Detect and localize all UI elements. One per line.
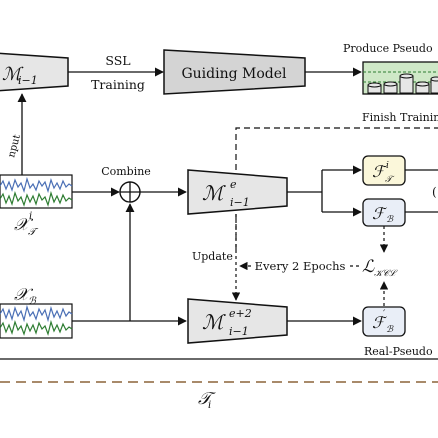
xb-sub: ℬ	[28, 296, 37, 307]
fbp-label: ℱ	[372, 313, 388, 332]
model-e2-sub: i−1	[229, 325, 249, 338]
input-label: nput	[6, 133, 23, 158]
combine-operator	[119, 181, 141, 203]
pseudo-cylinders	[367, 73, 438, 94]
ssl-label-2: Training	[91, 77, 145, 92]
model-e2-label: ℳ	[202, 310, 226, 334]
model-e-block	[187, 169, 288, 215]
ft-sup: i	[386, 161, 389, 171]
guiding-model-label: Guiding Model	[181, 66, 287, 82]
model-e-label: ℳ	[202, 181, 226, 205]
partial-right-text: (	[432, 185, 437, 199]
ssl-label-1: SSL	[105, 53, 130, 68]
signal-xb	[0, 303, 73, 339]
task-sub: i	[208, 400, 211, 411]
real-pseudo-label: Real-Pseudo	[364, 345, 433, 358]
model-e2-block	[187, 298, 288, 344]
update-label: Update	[192, 250, 233, 263]
xt-sub: 𝒯	[28, 227, 39, 238]
model-e2-sup: e+2	[229, 307, 252, 320]
model-prev-block	[0, 52, 69, 92]
loss-label: ℒ	[362, 257, 375, 277]
epochs-label-bg	[252, 257, 348, 273]
signal-xt	[0, 174, 73, 209]
guiding-model-block	[163, 49, 306, 95]
fbp-prime-mark: ′	[383, 309, 386, 320]
loss-sub: 𝒦𝒞ℒ	[374, 269, 398, 279]
model-e-sub: i−1	[230, 196, 250, 209]
xt-sup: i	[29, 211, 32, 222]
fbp-box	[362, 306, 406, 337]
model-prev-sub: i−1	[18, 74, 38, 87]
model-prev-label: ℳ	[2, 64, 24, 85]
pseudo-label-box	[362, 61, 438, 95]
ft-label: ℱ	[372, 162, 388, 181]
task-label: 𝒯	[198, 389, 216, 409]
fbp-sub: ℬ	[386, 325, 394, 335]
fb-label: ℱ	[372, 204, 388, 223]
fb-sub: ℬ	[386, 215, 394, 225]
every-2-epochs-label: Every 2 Epochs	[255, 259, 346, 273]
ft-sub: 𝒯	[385, 175, 395, 185]
model-e-sup: e	[230, 178, 237, 191]
produce-pseudo-label: Produce Pseudo	[343, 42, 433, 55]
combine-label: Combine	[101, 165, 151, 178]
finish-training-label: Finish Trainin	[362, 111, 438, 124]
